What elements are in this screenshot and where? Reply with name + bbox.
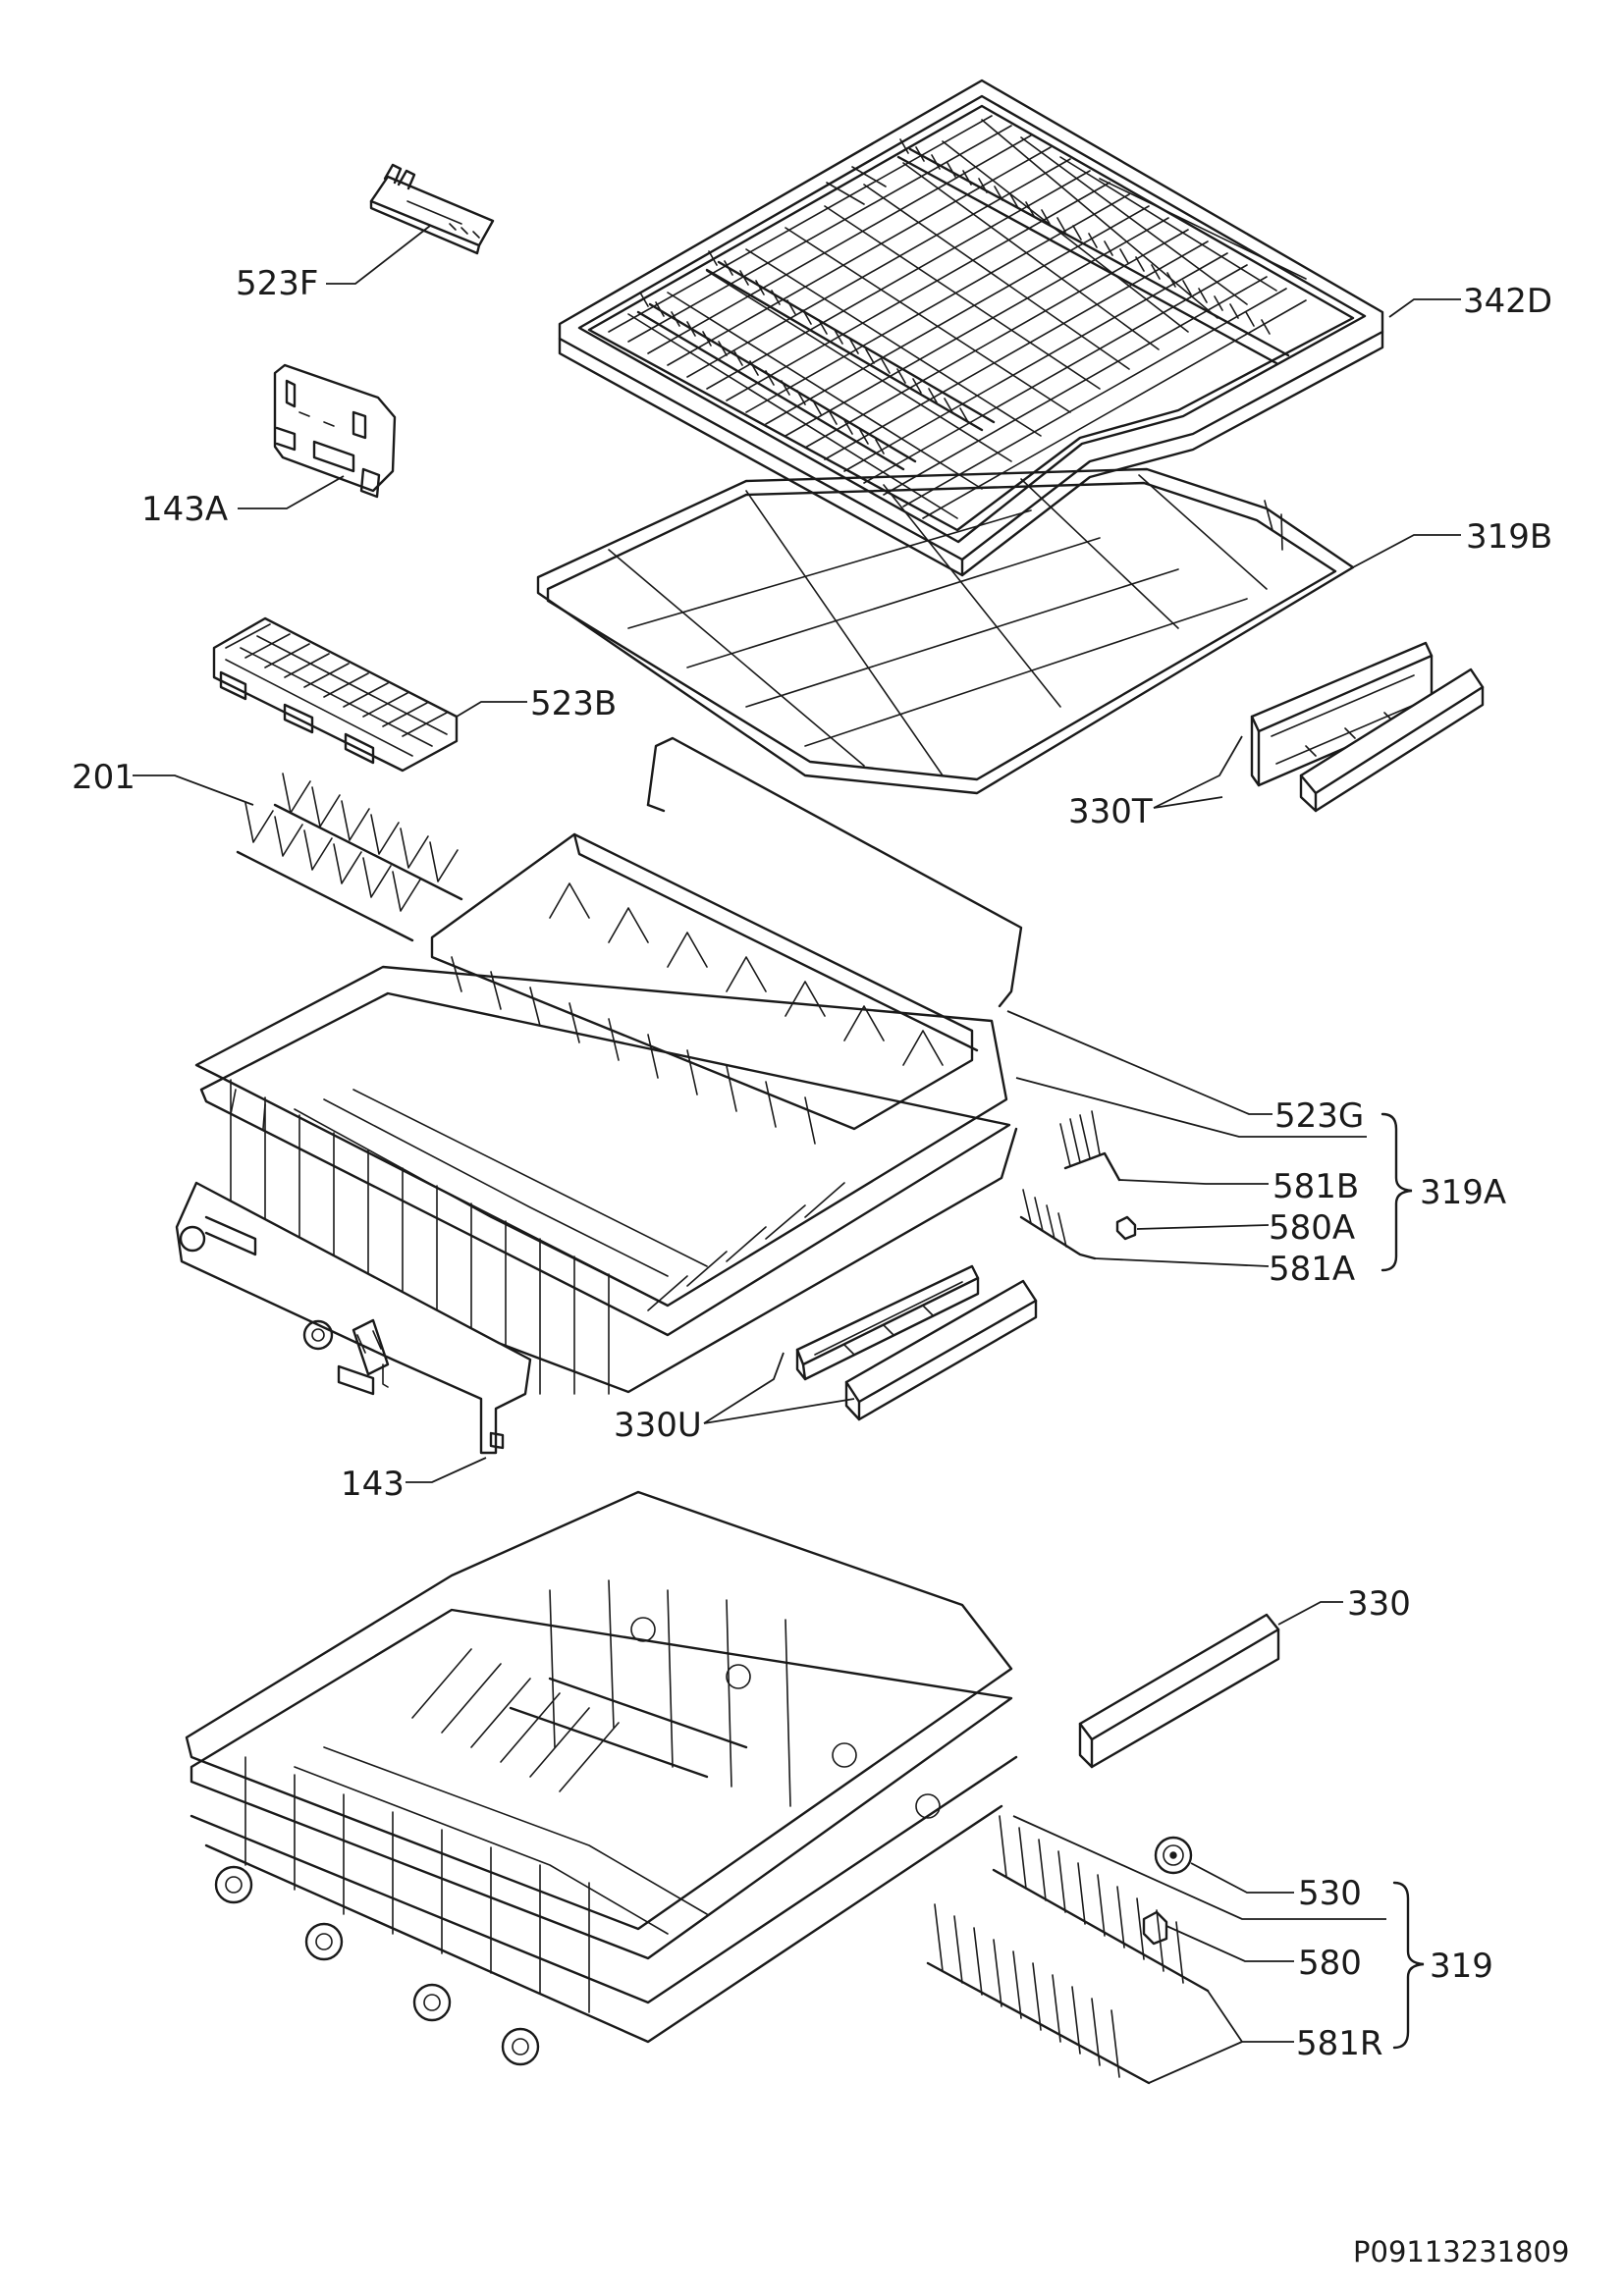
label-143a: 143A bbox=[141, 490, 228, 529]
tray-tine-rows bbox=[636, 138, 1290, 471]
part-581b-tines bbox=[1059, 1110, 1121, 1182]
label-530: 530 bbox=[1298, 1874, 1362, 1913]
leader-lines bbox=[133, 225, 1461, 2084]
label-319b: 319B bbox=[1466, 517, 1552, 557]
label-523b: 523B bbox=[530, 684, 617, 723]
part-143a-bracket bbox=[273, 363, 397, 499]
label-523f: 523F bbox=[236, 264, 318, 303]
brace-319a bbox=[1380, 1112, 1413, 1272]
brace-319 bbox=[1392, 1881, 1425, 2050]
part-330-rail-cover bbox=[1078, 1613, 1280, 1769]
label-580: 580 bbox=[1298, 1944, 1362, 1983]
label-581b: 581B bbox=[1272, 1167, 1359, 1206]
label-330u: 330U bbox=[614, 1406, 702, 1445]
label-523g: 523G bbox=[1274, 1096, 1364, 1136]
part-581r-tine-rows bbox=[926, 1815, 1210, 2085]
part-330u-rail-cover bbox=[795, 1264, 1038, 1421]
tray-grid bbox=[608, 115, 1307, 519]
label-581a: 581A bbox=[1269, 1250, 1355, 1289]
part-523g-rod bbox=[646, 736, 1023, 1008]
part-523b-insert bbox=[212, 616, 459, 773]
label-319: 319 bbox=[1430, 1947, 1493, 1986]
part-143-side-rail bbox=[175, 1181, 532, 1455]
label-330t: 330T bbox=[1068, 792, 1153, 831]
part-530-wheel bbox=[1154, 1836, 1193, 1875]
part-201-fold-tines bbox=[236, 773, 463, 942]
document-number: P09113231809 bbox=[1353, 2235, 1569, 2269]
part-523f-clip bbox=[369, 163, 495, 255]
part-319-lower-basket bbox=[185, 1490, 1018, 2066]
part-580a-clip bbox=[1115, 1215, 1137, 1241]
label-342d: 342D bbox=[1463, 282, 1552, 321]
part-581a-tines bbox=[1019, 1189, 1097, 1260]
label-581r: 581R bbox=[1296, 2024, 1383, 2063]
label-330: 330 bbox=[1347, 1584, 1411, 1624]
part-342d-cutlery-tray bbox=[558, 79, 1384, 577]
part-330t-rail-cover bbox=[1250, 641, 1485, 813]
label-201: 201 bbox=[72, 758, 135, 797]
label-319a: 319A bbox=[1420, 1173, 1506, 1212]
label-580a: 580A bbox=[1269, 1208, 1355, 1248]
part-580-clip bbox=[1142, 1910, 1168, 1946]
label-143: 143 bbox=[341, 1465, 405, 1504]
